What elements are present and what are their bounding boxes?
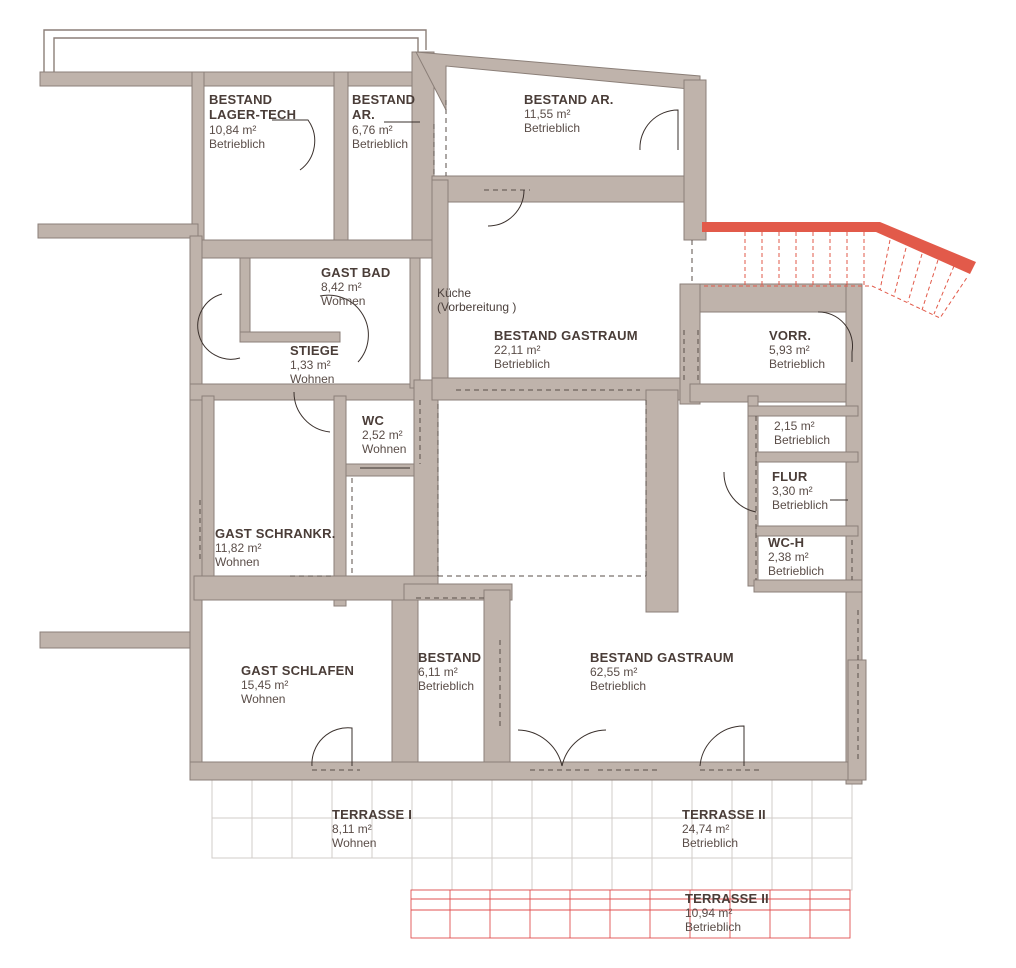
- room-area: 5,93 m²: [769, 343, 810, 358]
- room-area: 15,45 m²: [241, 678, 289, 693]
- room-name: AR.: [352, 107, 375, 123]
- room-name: BESTAND GASTRAUM: [590, 650, 734, 665]
- room-area: 10,84 m²: [209, 122, 257, 137]
- room-name: FLUR: [772, 469, 808, 484]
- room-area: 2,15 m²: [774, 419, 815, 433]
- room-area: 3,30 m²: [772, 484, 813, 499]
- kitchen-note-line: Küche: [437, 286, 472, 300]
- outdoor-stair: [702, 222, 976, 319]
- dashed-openings: [199, 100, 859, 771]
- room-use: Betrieblich: [769, 357, 826, 372]
- room-area: 8,42 m²: [321, 280, 362, 295]
- room-use: Betrieblich: [774, 433, 831, 448]
- room-name: GAST SCHRANKR.: [215, 526, 336, 541]
- room-area: 11,82 m²: [215, 541, 262, 556]
- room-area: 6,76 m²: [352, 122, 393, 137]
- room-name: GAST BAD: [321, 265, 391, 280]
- terrace-grid: [211, 777, 853, 891]
- room-use: Wohnen: [362, 442, 407, 457]
- room-label-wc: WC 2,52 m² Wohnen: [362, 413, 406, 457]
- room-label-unnamed: 2,15 m² Betrieblich: [774, 419, 830, 447]
- room-name: TERRASSE II: [685, 891, 769, 906]
- room-area: 2,38 m²: [768, 550, 809, 565]
- room-use: Wohnen: [321, 294, 366, 309]
- room-use: Wohnen: [332, 836, 377, 851]
- room-label-wc-h: WC-H 2,38 m² Betrieblich: [768, 535, 824, 579]
- room-name: TERRASSE I: [332, 807, 413, 822]
- room-name: LAGER-TECH: [209, 107, 297, 123]
- room-use: Betrieblich: [209, 136, 266, 151]
- room-use: Betrieblich: [494, 357, 551, 372]
- room-label-gast-schrankr: GAST SCHRANKR. 11,82 m² Wohnen: [215, 526, 336, 570]
- room-label-bestand: BESTAND 6,11 m² Betrieblich: [418, 650, 481, 694]
- kitchen-note-line: (Vorbereitung ): [437, 300, 517, 315]
- terrace-red-grid: [410, 889, 851, 939]
- room-label-terrasse-1: TERRASSE I 8,11 m² Wohnen: [332, 807, 412, 851]
- room-label-vorr: VORR. 5,93 m² Betrieblich: [769, 328, 825, 372]
- room-area: 2,52 m²: [362, 428, 403, 443]
- room-name: GAST SCHLAFEN: [241, 663, 355, 678]
- room-use: Betrieblich: [352, 136, 409, 151]
- kitchen-note: Küche (Vorbereitung ): [437, 286, 516, 314]
- room-area: 62,55 m²: [590, 665, 638, 680]
- room-label-gastraum-1: BESTAND GASTRAUM 22,11 m² Betrieblich: [494, 328, 638, 372]
- room-use: Wohnen: [241, 692, 286, 707]
- room-label-ar-large: BESTAND AR. 11,55 m² Betrieblich: [524, 92, 614, 136]
- room-label-gast-bad: GAST BAD 8,42 m² Wohnen: [321, 265, 391, 309]
- room-label-terrasse-2: TERRASSE II 24,74 m² Betrieblich: [682, 807, 766, 851]
- walls: [37, 51, 867, 785]
- room-label-stiege: STIEGE 1,33 m² Wohnen: [290, 343, 339, 387]
- room-area: 8,11 m²: [332, 822, 372, 837]
- room-use: Betrieblich: [768, 564, 825, 579]
- room-name: WC: [362, 413, 385, 428]
- room-name: BESTAND: [209, 92, 273, 107]
- room-area: 6,11 m²: [418, 665, 458, 680]
- room-label-gastraum-2: BESTAND GASTRAUM 62,55 m² Betrieblich: [590, 650, 734, 694]
- room-name: BESTAND: [352, 92, 416, 107]
- room-use: Betrieblich: [682, 836, 739, 851]
- room-area: 10,94 m²: [685, 906, 733, 921]
- room-name: TERRASSE II: [682, 807, 766, 822]
- room-name: BESTAND GASTRAUM: [494, 328, 638, 343]
- room-use: Betrieblich: [772, 498, 829, 513]
- room-name: VORR.: [769, 328, 812, 343]
- room-name: STIEGE: [290, 343, 339, 358]
- room-label-ar-small: BESTAND AR. 6,76 m² Betrieblich: [352, 92, 415, 151]
- room-label-lager-tech: BESTAND LAGER-TECH 10,84 m² Betrieblich: [209, 92, 296, 151]
- room-label-terrasse-2b: TERRASSE II 10,94 m² Betrieblich: [685, 891, 769, 935]
- room-label-gast-schlafen: GAST SCHLAFEN 15,45 m² Wohnen: [241, 663, 354, 707]
- room-use: Betrieblich: [685, 920, 742, 935]
- room-name: WC-H: [768, 535, 805, 550]
- room-use: Betrieblich: [590, 679, 647, 694]
- room-area: 11,55 m²: [524, 107, 571, 122]
- room-area: 22,11 m²: [494, 343, 541, 358]
- roof-outline: [43, 29, 427, 76]
- room-use: Wohnen: [290, 372, 335, 387]
- room-label-flur: FLUR 3,30 m² Betrieblich: [772, 469, 828, 513]
- room-name: BESTAND AR.: [524, 92, 614, 107]
- room-area: 24,74 m²: [682, 822, 730, 837]
- room-use: Betrieblich: [418, 679, 475, 694]
- doors: [197, 109, 854, 767]
- room-use: Betrieblich: [524, 121, 581, 136]
- room-name: BESTAND: [418, 650, 482, 665]
- room-use: Wohnen: [215, 555, 260, 570]
- room-area: 1,33 m²: [290, 358, 331, 373]
